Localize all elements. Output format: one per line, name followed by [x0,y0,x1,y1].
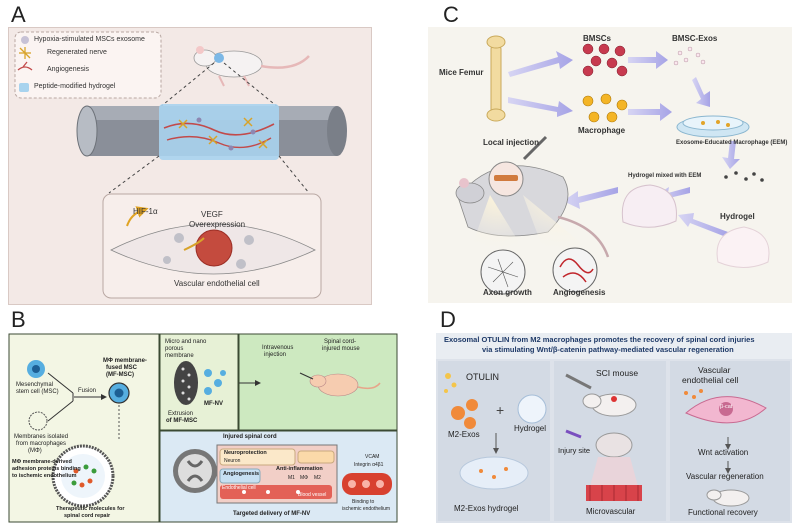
angio-label: Angiogenesis [553,288,606,297]
membranes-line2: from macrophages [16,441,67,447]
m1-label: M1 [288,475,295,481]
membranes-line3: (MΦ) [28,448,42,454]
endothelial-cell-label: Vascular endothelial cell [174,279,260,288]
msc-fused-line1: MΦ membrane- [103,358,147,364]
bmscs-label: BMSCs [583,34,612,43]
panel-b-label: B [11,307,26,332]
sci-mouse-label: SCI mouse [596,368,639,378]
iv-line1: Intravenous [262,345,294,351]
iv-line2: injection [264,352,287,358]
legend-exosome: Hypoxia-stimulated MSCs exosome [34,36,145,43]
panel-d-label: D [440,307,456,332]
m2-hydrogel-label: M2-Exos hydrogel [454,504,519,513]
vegf-label: VEGF [201,210,223,219]
mouse-line1: Spinal cord- [324,339,357,345]
panel-c: Mice Femur BMSCs BMSC-Exos Macrophage Ex… [428,27,792,303]
d-title-line1: Exosomal OTULIN from M2 macrophages prom… [444,335,755,344]
legend-angiogenesis: Angiogenesis [47,66,90,73]
vascular-line2: endothelial cell [682,375,739,385]
extrusion-line2: of MF-MSC [166,418,198,424]
d-title-line2: via stimulating Wnt/β-catenin pathway-me… [482,345,734,354]
wnt-label: Wnt activation [698,448,749,457]
binding-line1: Binding to [352,499,375,505]
m2-label: M2 [314,475,321,481]
functional-label: Functional recovery [688,508,758,517]
local-injection-label: Local injection [483,138,540,147]
micro-line1: Micro and nano [165,339,207,345]
mixed-label: Hydrogel mixed with EEM [628,173,702,179]
anti-inflammation-label: Anti-inflammation [276,466,323,472]
panel-a-label: A [11,2,26,27]
endothelial-b-label: Endothelial cell [222,485,256,491]
bcat-label: β-cat [720,404,733,410]
panel-a: Hypoxia-stimulated MSCs exosome Regenera… [8,27,372,305]
micro-line3: membrane [165,353,194,359]
hif-label: HIF-1α [133,207,158,216]
adhesion-line1: MΦ membrane-derived [12,459,72,465]
angiogenesis-b-label: Angiogenesis [223,471,260,477]
d-hydrogel-label: Hydrogel [514,424,547,433]
panel-b-illustration [8,333,398,523]
targeted-label: Targeted delivery of MF-NV [233,511,311,517]
membranes-line1: Membranes isolated [14,434,69,440]
vascular-regen-label: Vascular regeneration [686,472,764,481]
plus-sign: + [496,402,505,418]
eem-label: Exosome-Educated Macrophage (EEM) [676,140,788,146]
adhesion-line2: adhesion proteins binding [12,466,81,472]
overexpression-label: Overexpression [189,220,246,229]
fusion-label: Fusion [78,388,97,394]
panel-a-illustration [14,31,347,299]
panel-b: MΦ membrane- fused MSC (MF-MSC) Fusion M… [8,333,398,523]
legend-nerve: Regenerated nerve [47,49,107,56]
therapeutic-line2: spinal cord repair [64,513,111,519]
msc-line1: Mesenchymal [16,382,54,388]
neuron-label: Neuron [224,458,241,464]
extrusion-line1: Extrusion [168,411,194,417]
otulin-label: OTULIN [466,372,500,382]
mphi-label: MΦ [300,475,309,481]
axon-label: Axon growth [483,288,532,297]
vascular-line1: Vascular [698,365,731,375]
panel-c-label: C [443,2,459,27]
neuroprotection-label: Neuroprotection [224,450,267,456]
msc-line2: stem cell (MSC) [16,389,59,395]
hydrogel-label: Hydrogel [720,212,755,221]
micro-line2: porous [165,346,184,352]
microvascular-label: Microvascular [586,507,636,516]
blood-vessel-label: Blood vessel [298,492,327,498]
adhesion-line3: to ischemic endothelium [12,473,77,479]
macrophage-label: Macrophage [578,126,626,135]
mfnv-label: MF-NV [204,401,223,407]
integrin-label: Integrin α4β1 [354,462,384,468]
panel-d: Exosomal OTULIN from M2 macrophages prom… [436,333,792,523]
bmsc-exos-label: BMSC-Exos [672,34,718,43]
legend-hydrogel: Peptide-modified hydrogel [34,83,116,90]
injury-site-label: Injury site [558,446,591,455]
panel-d-illustration [436,333,792,521]
vcam-label: VCAM [365,454,380,460]
mouse-line2: injured mouse [322,346,360,352]
therapeutic-line1: Therapeutic molecules for [56,506,125,512]
panel-c-illustration [455,35,770,295]
msc-fused-line2: fused MSC [106,365,138,371]
binding-line2: ischemic endothelium [342,506,391,512]
injured-label: Injured spinal cord [223,434,277,440]
msc-fused-line3: (MF-MSC) [106,372,134,378]
m2-exos-label: M2-Exos [448,430,480,439]
femur-label: Mice Femur [439,68,484,77]
